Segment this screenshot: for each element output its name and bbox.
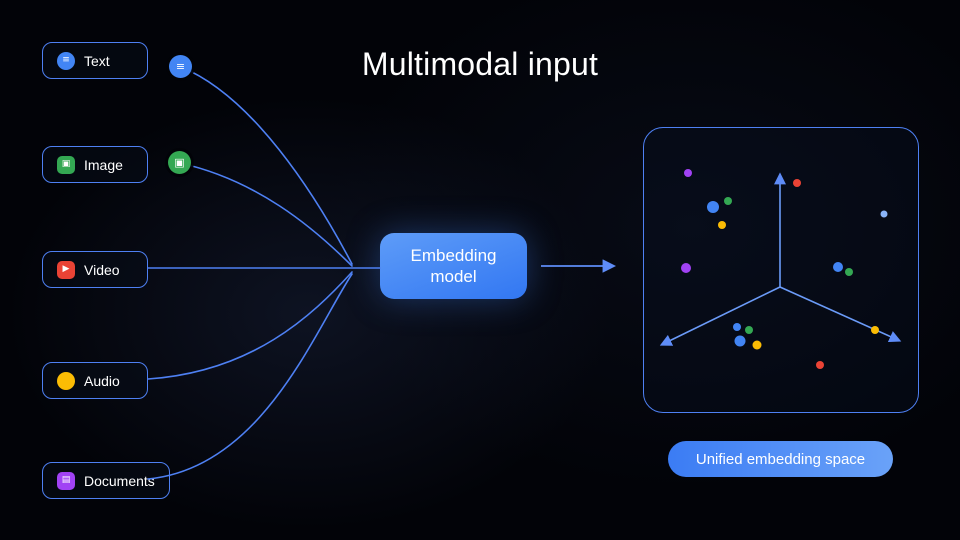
input-pill-label: Audio bbox=[84, 372, 120, 389]
unified-embedding-space-badge[interactable]: Unified embedding space bbox=[668, 441, 893, 477]
input-pill-text[interactable]: ≡ Text bbox=[42, 42, 148, 79]
input-pill-label: Video bbox=[84, 261, 120, 278]
unified-embedding-space-label: Unified embedding space bbox=[695, 450, 866, 468]
documents-icon: ▤ bbox=[57, 471, 75, 490]
image-icon: ▣ bbox=[57, 155, 75, 174]
curve-text bbox=[180, 66, 353, 265]
input-pill-label: Documents bbox=[84, 472, 155, 489]
video-icon: ▶ bbox=[57, 260, 75, 279]
input-pill-image[interactable]: ▣ Image bbox=[42, 146, 148, 183]
input-pill-audio[interactable]: Audio bbox=[42, 362, 148, 399]
image-token-icon: ▣ bbox=[168, 151, 191, 174]
page-title: Multimodal input bbox=[361, 46, 599, 82]
curve-documents bbox=[147, 273, 353, 480]
audio-icon bbox=[57, 371, 75, 390]
input-pill-label: Text bbox=[84, 52, 110, 69]
curve-audio bbox=[147, 271, 353, 380]
input-pill-video[interactable]: ▶ Video bbox=[42, 251, 148, 288]
text-token-icon: ≡ bbox=[169, 55, 192, 78]
input-pill-documents[interactable]: ▤ Documents bbox=[42, 462, 170, 499]
flow-curves bbox=[147, 66, 381, 480]
text-icon: ≡ bbox=[57, 51, 75, 70]
curve-image bbox=[179, 162, 353, 267]
embedding-model-label: Embedding model bbox=[410, 245, 497, 286]
embedding-model-node[interactable]: Embedding model bbox=[380, 233, 527, 299]
embedding-space-panel bbox=[643, 127, 919, 413]
input-pill-label: Image bbox=[84, 156, 123, 173]
